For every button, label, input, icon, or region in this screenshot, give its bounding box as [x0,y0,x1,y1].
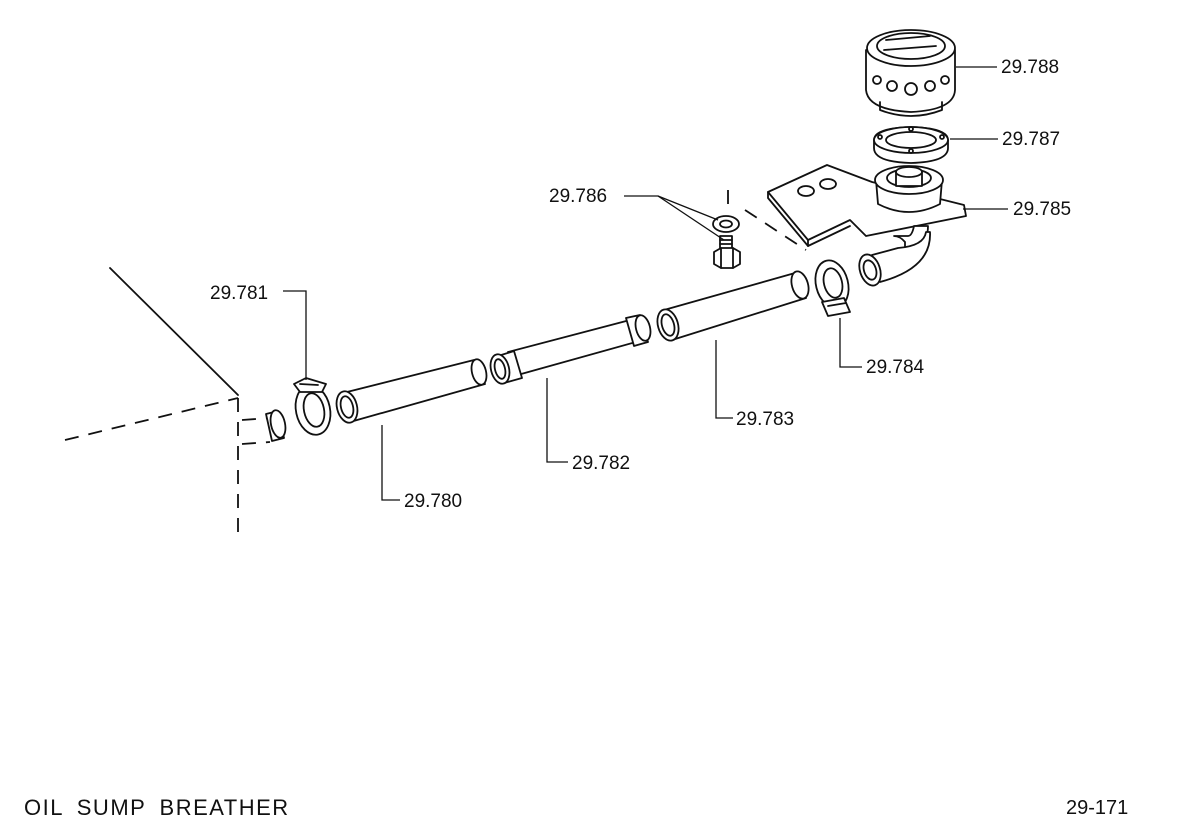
callout-29-783: 29.783 [736,409,795,430]
sump-outlet-stub [265,409,287,442]
callout-29-787: 29.787 [1002,129,1061,150]
hose-29-783 [656,270,810,342]
hose-clip-29-784 [814,259,851,317]
breather-cap-29-788 [865,29,956,117]
leader-lines [283,66,1008,501]
callout-29-788: 29.788 [1001,57,1060,78]
gasket-ring-29-787 [873,126,949,164]
page-number: 29-171 [1066,797,1129,819]
bolt-washer-29-786 [712,215,741,269]
callout-29-782: 29.782 [572,453,631,474]
bolt-axis-line [727,190,807,251]
callout-29-786: 29.786 [549,186,608,207]
callout-29-784: 29.784 [866,357,925,378]
hose-29-780 [335,358,488,424]
diagram-title: OIL SUMP BREATHER [24,795,290,820]
callout-29-781: 29.781 [210,283,269,304]
connecting-pipe-29-782 [489,314,652,385]
engine-outline [64,267,271,540]
callout-29-780: 29.780 [404,491,463,512]
callout-29-785: 29.785 [1013,199,1072,220]
breather-housing-29-785 [767,164,967,287]
hose-clip-29-781 [293,377,332,436]
